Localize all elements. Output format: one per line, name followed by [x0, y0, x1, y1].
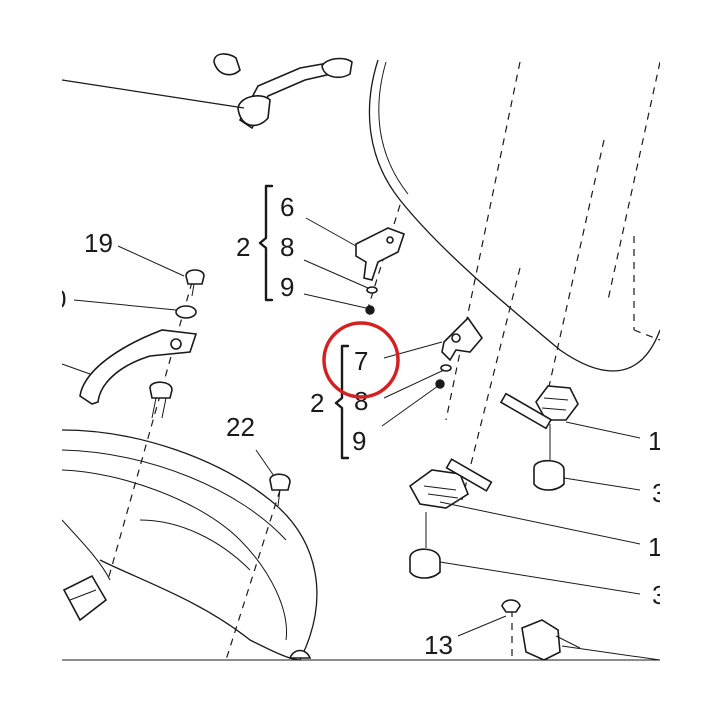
left-edge-mask — [0, 0, 62, 720]
washer-8-mid — [440, 364, 452, 372]
label-6: 6 — [280, 192, 294, 222]
clamp-upper-right — [499, 385, 579, 491]
grab-handle — [79, 329, 198, 405]
label-8-lower: 8 — [354, 386, 368, 416]
leader-lines — [61, 217, 661, 661]
label-9-upper: 9 — [280, 272, 294, 302]
label-1-upper: 1 — [648, 426, 662, 456]
clamp-lower-right — [408, 458, 493, 579]
top-hinge-bracket — [61, 53, 353, 130]
screw-22 — [269, 473, 291, 507]
washer-0 — [175, 305, 197, 319]
label-9-lower: 9 — [352, 426, 366, 456]
windscreen-outline — [368, 59, 661, 372]
bottom-edge-mask — [0, 661, 720, 720]
right-edge-mask — [660, 0, 720, 720]
callout-labels: 19 0 6 8 9 2 7 8 2 9 22 13 1 3 1 3 — [52, 192, 666, 660]
clip-13 — [501, 599, 581, 661]
highlight-circle — [322, 321, 400, 399]
brace-group-upper — [258, 184, 274, 302]
nut-9-top — [365, 305, 375, 315]
bracket-7 — [441, 316, 484, 362]
label-19: 19 — [84, 228, 113, 258]
screw-left — [149, 381, 173, 419]
lower-body-panel — [61, 429, 660, 661]
label-8-upper: 8 — [280, 232, 294, 262]
washer-8-top — [366, 286, 378, 294]
label-22: 22 — [226, 412, 255, 442]
bolt-19 — [185, 269, 205, 297]
label-13: 13 — [424, 630, 453, 660]
label-2-upper: 2 — [236, 232, 250, 262]
label-2-lower: 2 — [310, 388, 324, 418]
label-7: 7 — [354, 346, 368, 376]
label-1-lower: 1 — [648, 532, 662, 562]
bracket-6 — [355, 227, 406, 281]
brace-group-lower — [334, 344, 350, 460]
